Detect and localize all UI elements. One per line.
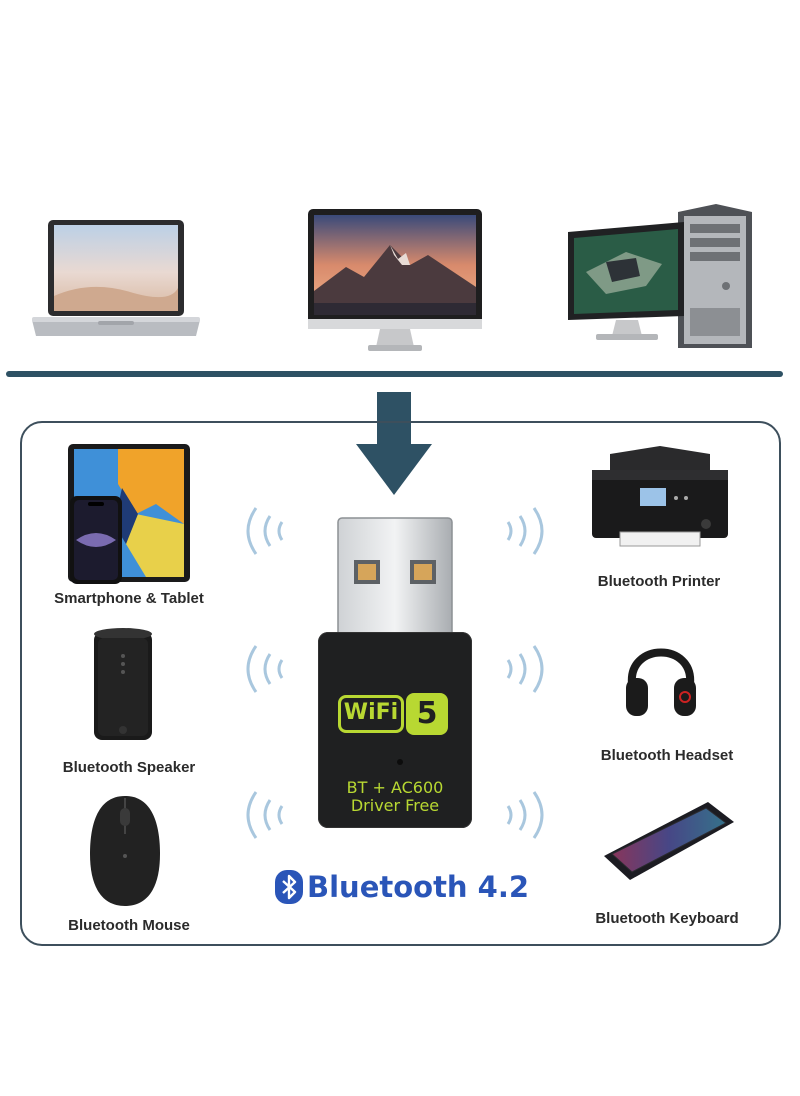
smartphone-tablet-icon	[66, 444, 192, 589]
printer-icon	[590, 444, 730, 555]
usb-connector	[334, 516, 456, 643]
keyboard-label: Bluetooth Keyboard	[595, 910, 739, 927]
speaker-label: Bluetooth Speaker	[62, 759, 196, 776]
wifi5-badge: WiFi 5	[338, 693, 448, 737]
laptop-icon	[30, 218, 202, 348]
signal-waves-right-bottom	[498, 786, 552, 849]
monitor-icon	[306, 207, 484, 360]
signal-waves-left-bottom	[238, 786, 292, 849]
bluetooth-icon	[275, 870, 303, 904]
spec-line-1: BT + AC600	[346, 778, 444, 797]
bluetooth-version-label: Bluetooth 4.2	[307, 870, 530, 904]
smartphone-tablet-label: Smartphone & Tablet	[54, 590, 204, 607]
mouse-icon	[88, 794, 162, 913]
arrow-down-icon	[356, 392, 432, 501]
mouse-label: Bluetooth Mouse	[68, 917, 190, 934]
printer-label: Bluetooth Printer	[597, 573, 721, 590]
spec-line-2: Driver Free	[350, 796, 440, 815]
signal-waves-left-mid	[238, 640, 292, 703]
desktop-pc-icon	[566, 202, 754, 357]
status-led	[397, 759, 403, 765]
wifi-generation-text: 5	[416, 696, 438, 731]
devices-panel	[20, 421, 781, 946]
speaker-icon	[92, 626, 154, 749]
wifi-badge-text: WiFi	[343, 700, 399, 725]
section-divider	[6, 371, 783, 377]
wifi-badge-box	[338, 695, 404, 733]
bluetooth-version-title: Bluetooth 4.2	[275, 870, 529, 904]
signal-waves-left-top	[238, 502, 292, 565]
headset-label: Bluetooth Headset	[600, 747, 734, 764]
headset-icon	[624, 624, 698, 725]
signal-waves-right-top	[498, 502, 552, 565]
signal-waves-right-mid	[498, 640, 552, 703]
keyboard-icon	[598, 796, 738, 891]
wifi-generation-box	[406, 693, 448, 735]
